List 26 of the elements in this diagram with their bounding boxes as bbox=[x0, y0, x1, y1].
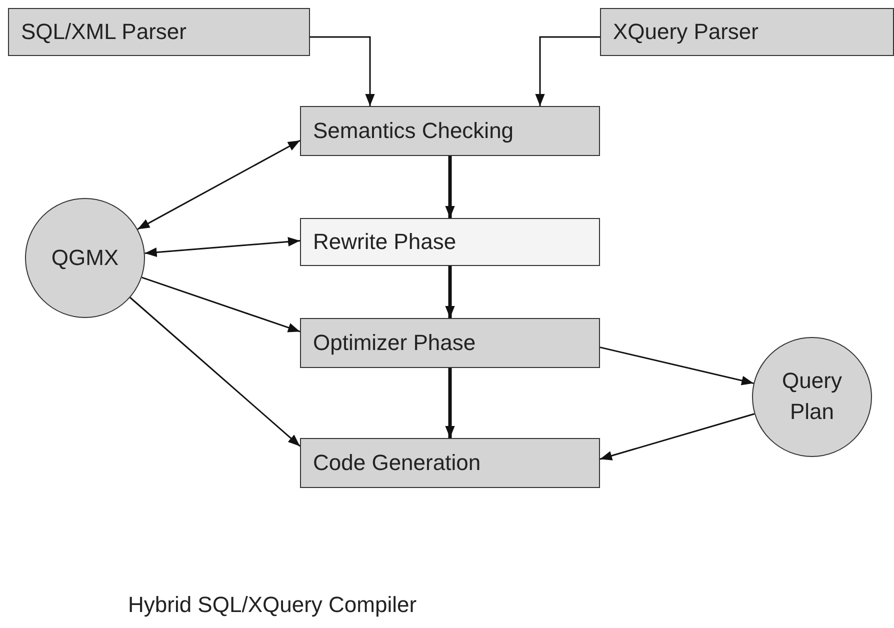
arrow bbox=[445, 266, 455, 318]
node-label: Code Generation bbox=[313, 450, 481, 476]
arrow bbox=[130, 296, 300, 447]
node-label: QGMX bbox=[50, 244, 120, 272]
node-label: SQL/XML Parser bbox=[21, 19, 186, 45]
arrow bbox=[142, 276, 300, 332]
process-box bbox=[300, 318, 600, 368]
arrow bbox=[310, 36, 375, 106]
process-box bbox=[300, 106, 600, 156]
arrow bbox=[600, 413, 755, 460]
arrow bbox=[600, 346, 754, 386]
node-label: Semantics Checking bbox=[313, 118, 514, 144]
node-label: Rewrite Phase bbox=[313, 229, 456, 255]
process-box bbox=[600, 8, 894, 56]
arrow bbox=[445, 156, 455, 218]
process-box bbox=[300, 218, 600, 266]
process-box bbox=[300, 438, 600, 488]
node-label: Optimizer Phase bbox=[313, 330, 476, 356]
node-label: Query Plan bbox=[781, 367, 843, 426]
caption: Hybrid SQL/XQuery Compiler bbox=[128, 592, 417, 618]
arrow bbox=[535, 36, 600, 106]
node-label: XQuery Parser bbox=[613, 19, 758, 45]
process-box bbox=[8, 8, 310, 56]
arrow bbox=[445, 368, 455, 438]
arrow bbox=[137, 140, 300, 230]
arrow bbox=[144, 236, 300, 258]
